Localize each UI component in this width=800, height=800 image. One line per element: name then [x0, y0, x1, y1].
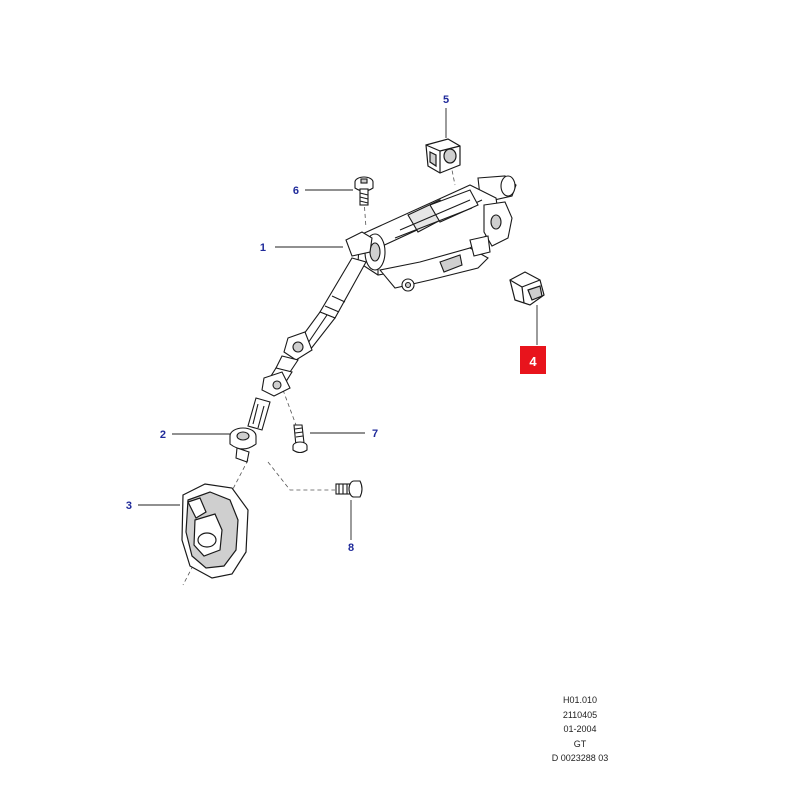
callout-1: 1 — [260, 242, 266, 254]
callout-4-highlight[interactable]: 4 — [520, 346, 546, 374]
callout-8: 8 — [348, 542, 354, 554]
part-4-clip — [509, 271, 545, 306]
part-6-bolt — [354, 176, 374, 206]
callouts: 1 2 3 5 6 7 8 4 — [126, 94, 546, 554]
callout-5: 5 — [443, 94, 449, 106]
part-2-coupling — [229, 427, 257, 463]
reference-code: H01.010 — [562, 695, 598, 705]
callout-3: 3 — [126, 500, 132, 512]
part-8-bolt — [335, 480, 363, 498]
drawing-reference-block: H01.010 2110405 01-2004 GT D 0023288 03 — [520, 693, 640, 766]
callout-4: 4 — [529, 354, 537, 369]
reference-model: GT — [573, 738, 587, 749]
callout-6: 6 — [293, 185, 299, 197]
reference-date: 01-2004 — [563, 724, 597, 734]
axis-line-bolt-8 — [267, 461, 335, 491]
axis-line-bolt-6 — [363, 199, 367, 229]
axis-line-bolt-7 — [282, 389, 297, 426]
callout-2: 2 — [160, 429, 166, 441]
leader-lines — [138, 108, 538, 540]
part-1-steering-column — [247, 175, 517, 431]
part-5-clip — [425, 138, 461, 174]
callout-7: 7 — [372, 428, 378, 440]
callout-4-badge — [520, 346, 546, 374]
part-7-bolt — [292, 424, 308, 454]
reference-drawing-id: D 0023288 03 — [551, 753, 609, 763]
reference-number: 2110405 — [562, 709, 598, 720]
part-3-bearing-housing — [181, 483, 249, 579]
